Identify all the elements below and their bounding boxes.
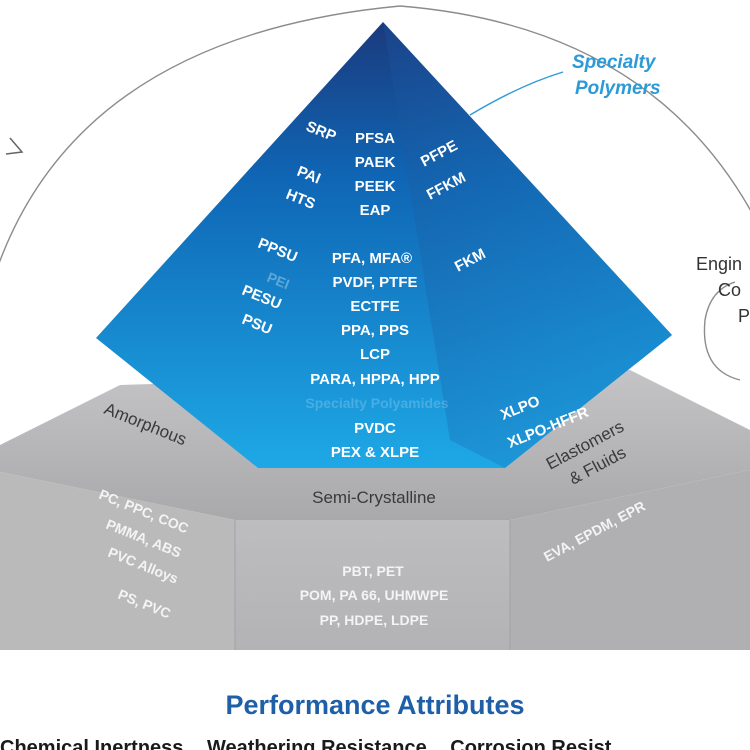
engineering-line-3: P bbox=[738, 306, 750, 326]
engineering-line-1: Engin bbox=[696, 254, 742, 274]
attribute-chemical-inertness: Chemical Inertness bbox=[0, 737, 184, 750]
engineering-line-2: Co bbox=[718, 280, 741, 300]
semicrystalline-item-3: PP, HDPE, LDPE bbox=[320, 612, 429, 628]
performance-attributes-strip: Chemical Inertness Weathering Resistance… bbox=[0, 733, 750, 750]
base-right-face bbox=[510, 470, 750, 650]
arc-arrow-left bbox=[5, 137, 24, 155]
label-semicrystalline: Semi-Crystalline bbox=[312, 488, 436, 507]
performance-attributes-title: Performance Attributes bbox=[225, 690, 525, 720]
pyr-center-pfsa: PFSA bbox=[355, 130, 395, 147]
attribute-corrosion-resistance: Corrosion Resist bbox=[450, 737, 612, 750]
pyr-center-peek: PEEK bbox=[355, 178, 396, 195]
pyr-center-pvdc: PVDC bbox=[354, 420, 396, 437]
pyr-left-pei: PEI bbox=[265, 269, 292, 292]
pyr-center-ectfe: ECTFE bbox=[350, 298, 399, 315]
pyr-center-para: PARA, HPPA, HPP bbox=[310, 371, 439, 388]
pyramid-right-face bbox=[383, 22, 672, 468]
semicrystalline-item-1: PBT, PET bbox=[342, 563, 404, 579]
outer-arc bbox=[0, 5, 750, 263]
pyr-center-pfa: PFA, MFA® bbox=[332, 250, 412, 267]
pyr-center-pex: PEX & XLPE bbox=[331, 444, 419, 461]
pyr-center-faded: Specialty Polyamides bbox=[305, 395, 448, 411]
callout-line-1: Specialty bbox=[572, 52, 657, 73]
engineering-arrow bbox=[703, 281, 741, 381]
pyr-center-paek: PAEK bbox=[355, 154, 396, 171]
pyr-center-eap: EAP bbox=[360, 202, 391, 219]
semicrystalline-item-2: POM, PA 66, UHMWPE bbox=[300, 587, 449, 603]
specialty-pyramid bbox=[96, 22, 672, 468]
callout-line-2: Polymers bbox=[575, 78, 661, 99]
callout-leader bbox=[469, 71, 564, 116]
base-front-face bbox=[235, 520, 510, 650]
pyr-center-lcp: LCP bbox=[360, 346, 390, 363]
pyr-center-ppa: PPA, PPS bbox=[341, 322, 409, 339]
attribute-weathering-resistance: Weathering Resistance bbox=[206, 737, 427, 750]
pyr-center-pvdf: PVDF, PTFE bbox=[332, 274, 417, 291]
base-left-face bbox=[0, 472, 235, 650]
